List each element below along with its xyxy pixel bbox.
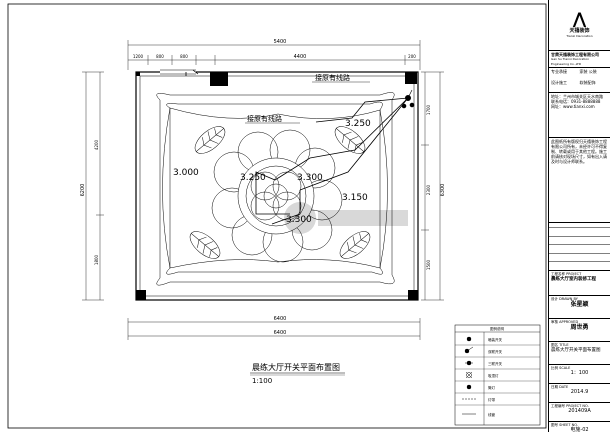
dim-top-total: 5400: [274, 39, 287, 45]
dim-bottom-1: 6400: [274, 316, 287, 322]
drawing-title: 晨练大厅开关平面布置图: [252, 362, 340, 372]
legend: [454, 324, 541, 426]
sheet-no: 电施-02: [570, 427, 589, 433]
sheet-title: 晨练大厅开关平面布置图: [551, 348, 601, 353]
contact-cell: 地址：兰州市城关区天水南路 联系电话：0931-8888888 网址：www.t…: [549, 93, 610, 138]
info-1: 专业承接: [551, 69, 567, 74]
approved-cell: 审核 APPROVED 周世勇: [549, 319, 610, 342]
project-no-cell: 工程编号 PROJECT NO. 201409A: [549, 403, 610, 422]
company-name-en: Tianxi Decoration: [566, 34, 593, 38]
logo-mark-icon: ⋀: [572, 9, 587, 28]
dim-top-1: 1200: [133, 54, 144, 59]
dim-left-2: 1800: [94, 254, 99, 265]
legend-item-4: 吸顶灯: [488, 373, 499, 378]
project-cell: 工程名称 PROJECT 晨练大厅室内装修工程: [549, 271, 610, 296]
title-cell: 图名 TITLE 晨练大厅开关平面布置图: [549, 342, 610, 365]
central-flower-ceiling: [211, 129, 343, 263]
room-walls: [135, 71, 419, 301]
dim-top-2: 800: [156, 54, 164, 59]
label-connect-existing-2: 接原有线路: [247, 114, 282, 123]
project-no: 201409A: [568, 408, 591, 414]
company-full-name: 甘肃天禧装饰工程有限公司: [551, 52, 599, 57]
right-dimensions: [421, 71, 444, 301]
bottom-dimensions: [127, 318, 421, 340]
ceiling-height-3: 3.250: [240, 173, 266, 183]
ceiling-height-4: 3.300: [297, 173, 323, 183]
legend-item-2: 双联开关: [488, 349, 502, 354]
dim-right-3: 1500: [426, 259, 431, 270]
company-info-cell: 专业承接 家装 公装 设计施工 软装配饰: [549, 68, 610, 93]
company-full-cell: 甘肃天禧装饰工程有限公司 Gan Su Tianxi Decoration En…: [549, 51, 610, 68]
legend-item-1: 暗装开关: [488, 337, 502, 342]
sheet-scale: 1：100: [570, 370, 589, 376]
company-website: 网址：www.tianxi.com: [551, 104, 595, 109]
dim-bottom-2: 6400: [274, 330, 287, 336]
top-dimensions: [127, 40, 421, 70]
company-full-name-en: Gan Su Tianxi Decoration Engineering Co.…: [551, 57, 590, 66]
switch-symbols: [401, 89, 415, 109]
approved-by: 周世勇: [570, 324, 589, 331]
dim-left-1: 4200: [94, 139, 99, 150]
dim-right-total: 6300: [440, 184, 446, 197]
drawing-frame: [7, 3, 547, 429]
copyright-notes: 此图纸所有版权归天禧装饰工程有限公司所有，未经许可不得复制、转载或用于其他工程。…: [551, 139, 607, 164]
dim-right-1: 1700: [426, 104, 431, 115]
title-label: 图名 TITLE: [551, 343, 569, 347]
dim-top-5: 200: [408, 54, 416, 59]
watermark: [284, 202, 408, 234]
floor-plan-drawing: 5400 1200 800 800 4400 200 6200 4200 180…: [7, 3, 547, 429]
wiring-lines: [185, 69, 409, 225]
date-cell: 日期 DATE 2014.9: [549, 384, 610, 403]
sheet-no-label: 图号 SHEET NO.: [551, 423, 578, 427]
door-opening: [160, 69, 196, 75]
company-logo: ⋀ 天禧装饰 Tianxi Decoration: [549, 0, 610, 51]
title-block: ⋀ 天禧装饰 Tianxi Decoration 甘肃天禧装饰工程有限公司 Ga…: [548, 0, 610, 433]
drawing-scale: 1:100: [252, 377, 272, 385]
dim-top-3: 800: [180, 54, 188, 59]
project-label: 工程名称 PROJECT: [551, 272, 582, 276]
columns: [136, 72, 418, 300]
legend-title: 图例说明: [490, 326, 504, 331]
project-no-label: 工程编号 PROJECT NO.: [551, 404, 589, 408]
dim-top-4: 4400: [294, 54, 307, 60]
ceiling-height-2: 3.250: [345, 119, 371, 129]
leaf-ornaments: [189, 126, 371, 259]
legend-item-5: 筒灯: [488, 385, 496, 390]
company-name: 天禧装饰: [569, 28, 590, 34]
project-name: 晨练大厅室内装修工程: [551, 277, 596, 282]
info-4: 软装配饰: [579, 80, 596, 85]
scale-label: 比例 SCALE: [551, 366, 571, 370]
ceiling-pattern: [156, 92, 395, 286]
drawn-label: 设计 DRAWN BY: [551, 297, 578, 301]
revision-table: [549, 223, 610, 271]
drawn-by: 张星颖: [570, 301, 589, 308]
date-label: 日期 DATE: [551, 385, 569, 389]
legend-item-3: 三联开关: [488, 361, 502, 366]
approved-label: 审核 APPROVED: [551, 320, 579, 324]
legend-item-6: 灯带: [488, 397, 496, 402]
sheet-date: 2014.9: [570, 389, 589, 395]
label-connect-existing-1: 接原有线路: [315, 73, 350, 82]
ceiling-height-6: 3.300: [286, 215, 312, 225]
legend-item-7: 线管: [488, 412, 496, 417]
left-dimensions: [82, 71, 104, 301]
ceiling-height-5: 3.150: [342, 193, 368, 203]
ceiling-height-1: 3.000: [173, 168, 199, 178]
dim-right-2: 2300: [426, 184, 431, 195]
info-3: 设计施工: [551, 80, 567, 85]
dim-left-total: 6200: [80, 184, 86, 197]
sheet-no-cell: 图号 SHEET NO. 电施-02: [549, 422, 610, 438]
info-2: 家装 公装: [579, 69, 597, 74]
scale-cell: 比例 SCALE 1：100: [549, 365, 610, 384]
notes-cell: 此图纸所有版权归天禧装饰工程有限公司所有，未经许可不得复制、转载或用于其他工程。…: [549, 138, 610, 223]
drawn-cell: 设计 DRAWN BY 张星颖: [549, 296, 610, 319]
company-address: 地址：兰州市城关区天水南路 联系电话：0931-8888888: [551, 94, 603, 104]
